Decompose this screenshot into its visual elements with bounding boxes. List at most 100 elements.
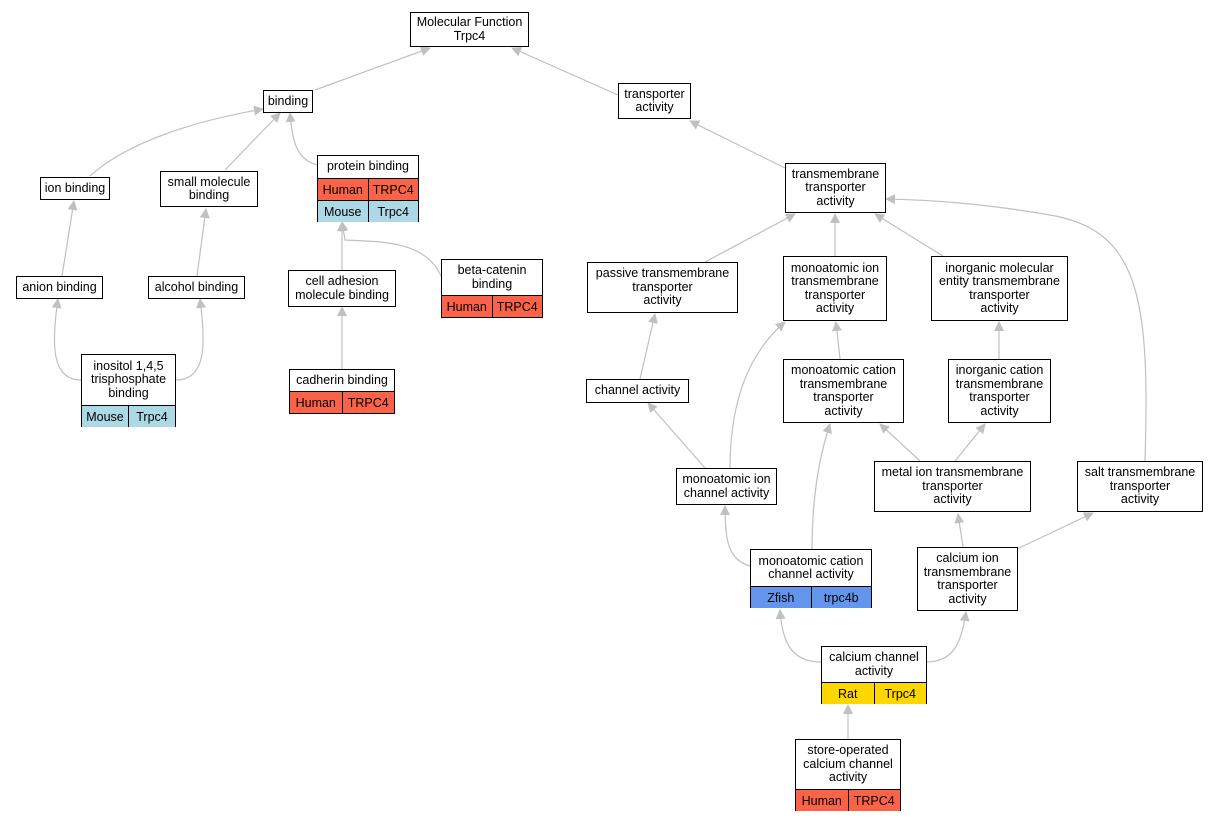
edge-ionbinding-to-binding <box>89 105 264 177</box>
node-monoatomic-ion-channel-activity[interactable]: monoatomic ion channel activity <box>676 468 777 505</box>
edge-calciumion-to-salt <box>1016 512 1094 550</box>
species-cell: Human <box>322 182 363 197</box>
node-binding[interactable]: binding <box>263 90 313 113</box>
gene-cell: Trpc4 <box>128 406 175 427</box>
node-channel-activity[interactable]: channel activity <box>586 379 689 403</box>
node-cell-adhesion-molecule-binding[interactable]: cell adhesion molecule binding <box>288 270 396 307</box>
edge-betacat-to-protein <box>338 221 442 277</box>
node-calcium-ion-transmembrane-transporter-activity[interactable]: calcium ion transmembrane transporter ac… <box>917 547 1018 611</box>
node-monoatomic-cation-channel-activity[interactable]: monoatomic cation channel activity Zfish… <box>750 549 872 608</box>
node-label: anion binding <box>22 279 97 294</box>
gene-cell: TRPC4 <box>847 790 901 811</box>
node-label: protein binding <box>326 159 409 174</box>
annotation-row-human: Human TRPC4 <box>796 789 900 811</box>
gene-cell: TRPC4 <box>341 392 395 413</box>
node-label: store-operated calcium channel activity <box>803 743 893 785</box>
node-label: monoatomic cation transmembrane transpor… <box>791 363 896 418</box>
node-monoatomic-ion-transmembrane-transporter-activity[interactable]: monoatomic ion transmembrane transporter… <box>783 256 887 321</box>
edge-transporter-to-mf <box>511 47 619 96</box>
species-cell: Mouse <box>86 409 124 424</box>
node-inorganic-molecular-entity-tm-transporter-activity[interactable]: inorganic molecular entity transmembrane… <box>931 256 1068 321</box>
node-label: binding <box>267 93 309 108</box>
edge-inositol-to-alcohol <box>175 298 207 381</box>
node-label: beta-catenin binding <box>457 263 527 291</box>
node-label: alcohol binding <box>154 279 239 294</box>
node-label: monoatomic ion channel activity <box>682 472 771 500</box>
gene-cell: Trpc4 <box>873 683 927 704</box>
node-label: calcium ion transmembrane transporter ac… <box>923 551 1012 606</box>
node-label: ion binding <box>44 180 106 195</box>
node-label: Molecular Function Trpc4 <box>416 15 523 43</box>
edge-inositol-to-anion <box>51 298 82 381</box>
gene-cell: trpc4b <box>810 587 872 608</box>
edge-proteinbinding-to-binding <box>285 112 319 166</box>
node-label: metal ion transmembrane transporter acti… <box>881 465 1024 507</box>
node-label: small molecule binding <box>167 174 251 202</box>
edge-anion-to-ion <box>61 200 78 277</box>
species-cell: Zfish <box>767 590 795 605</box>
node-cadherin-binding[interactable]: cadherin binding Human TRPC4 <box>289 369 395 414</box>
node-label: passive transmembrane transporter activi… <box>595 266 730 308</box>
edge-metal-to-monocation <box>879 423 921 462</box>
edge-smallmol-to-binding <box>224 112 281 171</box>
node-label: monoatomic ion transmembrane transporter… <box>790 260 880 315</box>
species-cell: Rat <box>838 686 858 701</box>
edge-inorgmol-to-tm <box>874 213 944 257</box>
edge-binding-to-mf <box>314 46 431 91</box>
node-store-operated-calcium-channel-activity[interactable]: store-operated calcium channel activity … <box>795 739 901 811</box>
node-inorganic-cation-transmembrane-transporter-activity[interactable]: inorganic cation transmembrane transport… <box>948 359 1051 423</box>
node-small-molecule-binding[interactable]: small molecule binding <box>160 171 258 207</box>
annotation-row-mouse: Mouse Trpc4 <box>82 405 175 427</box>
node-salt-transmembrane-transporter-activity[interactable]: salt transmembrane transporter activity <box>1077 461 1203 512</box>
edge-monocation-to-monoion <box>831 321 842 360</box>
annotation-row-human: Human TRPC4 <box>290 391 394 413</box>
gene-cell: Trpc4 <box>367 201 419 222</box>
node-label: salt transmembrane transporter activity <box>1084 465 1196 507</box>
node-label: transporter activity <box>624 86 685 114</box>
node-monoatomic-cation-transmembrane-transporter-activity[interactable]: monoatomic cation transmembrane transpor… <box>783 359 904 423</box>
edge-monocationchannel-to-monoionchannel <box>720 505 751 567</box>
edge-monoionchannel-to-monoion <box>729 321 786 469</box>
edge-calciumion-to-metal <box>954 513 965 548</box>
node-molecular-function[interactable]: Molecular Function Trpc4 <box>410 12 529 47</box>
edge-salt-to-tm <box>885 194 1147 462</box>
annotation-row-zfish: Zfish trpc4b <box>751 586 871 608</box>
annotation-row-human: Human TRPC4 <box>442 295 542 317</box>
node-inositol-trisphosphate-binding[interactable]: inositol 1,4,5 trisphosphate binding Mou… <box>81 354 176 427</box>
edge-tm-to-transporter <box>689 120 786 169</box>
node-anion-binding[interactable]: anion binding <box>16 276 103 299</box>
node-label: inorganic cation transmembrane transport… <box>955 363 1044 418</box>
gene-cell: TRPC4 <box>491 296 543 317</box>
node-calcium-channel-activity[interactable]: calcium channel activity Rat Trpc4 <box>821 646 927 704</box>
edge-monoionchannel-to-channel <box>647 402 706 469</box>
node-protein-binding[interactable]: protein binding Human TRPC4 Mouse Trpc4 <box>317 155 419 222</box>
node-transmembrane-transporter-activity[interactable]: transmembrane transporter activity <box>785 163 886 213</box>
node-alcohol-binding[interactable]: alcohol binding <box>148 276 245 299</box>
node-label: channel activity <box>594 383 681 398</box>
node-label: monoatomic cation channel activity <box>758 553 864 581</box>
annotation-row-mouse: Mouse Trpc4 <box>318 200 418 222</box>
edge-monocationchannel-to-monocation <box>811 423 832 551</box>
edge-metal-to-inorgcation <box>954 423 986 462</box>
gene-cell: TRPC4 <box>367 179 419 200</box>
node-passive-transmembrane-transporter-activity[interactable]: passive transmembrane transporter activi… <box>587 262 738 313</box>
node-ion-binding[interactable]: ion binding <box>40 177 110 200</box>
node-label: inositol 1,4,5 trisphosphate binding <box>90 358 167 400</box>
annotation-row-rat: Rat Trpc4 <box>822 682 926 704</box>
node-beta-catenin-binding[interactable]: beta-catenin binding Human TRPC4 <box>441 259 543 318</box>
species-cell: Mouse <box>323 204 362 219</box>
edge-alcohol-to-smallmol <box>196 208 210 277</box>
edge-calciumchannel-to-calciumion <box>925 611 970 663</box>
species-cell: Human <box>295 395 336 410</box>
annotation-row-human: Human TRPC4 <box>318 178 418 200</box>
node-metal-ion-transmembrane-transporter-activity[interactable]: metal ion transmembrane transporter acti… <box>874 461 1031 512</box>
node-label: transmembrane transporter activity <box>791 166 880 208</box>
node-label: inorganic molecular entity transmembrane… <box>939 260 1060 315</box>
species-cell: Human <box>446 299 487 314</box>
node-label: calcium channel activity <box>829 650 919 678</box>
edge-passive-to-tm <box>704 213 796 263</box>
node-label: cell adhesion molecule binding <box>295 274 389 302</box>
node-transporter-activity[interactable]: transporter activity <box>618 83 691 119</box>
species-cell: Human <box>801 793 842 808</box>
